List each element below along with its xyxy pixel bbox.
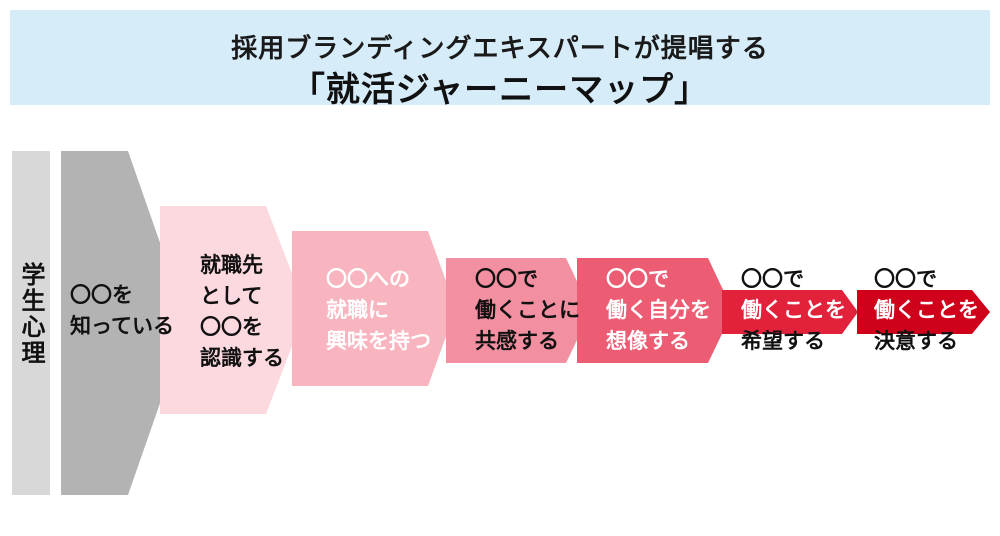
stage-label-6: 〇〇で 働くことを 希望する: [741, 264, 846, 357]
stage-label-3: 〇〇への 就職に 興味を持つ: [326, 264, 431, 357]
stage-2-line-3: 〇〇を: [200, 315, 263, 339]
side-label: 学生心理: [17, 262, 45, 366]
stage-2-line-2: として: [200, 284, 263, 308]
stage-arrow-1: [61, 151, 188, 495]
stage-6-line-3: 希望する: [741, 329, 825, 353]
header-title: 「就活ジャーニーマップ」: [290, 70, 710, 110]
stage-3-line-3: 興味を持つ: [326, 329, 431, 353]
stage-7-line-3: 決意する: [874, 329, 958, 353]
stage-label-7: 〇〇で 働くことを 決意する: [874, 264, 979, 357]
stage-6-line-2: 働くことを: [741, 298, 846, 322]
stage-arrow-4: [446, 258, 591, 363]
side-bar: [12, 151, 50, 495]
stage-4-line-2: 働くことに: [475, 298, 580, 322]
header-subtitle: 採用ブランディングエキスパートが提唱する: [231, 34, 769, 64]
stage-arrow-5: [577, 258, 733, 363]
stage-5-line-2: 働く自分を: [606, 298, 711, 322]
stage-1-line-1: 〇〇を: [70, 283, 133, 307]
stage-7-line-2: 働くことを: [874, 298, 979, 322]
stage-arrow-7: [857, 290, 990, 334]
stage-3-line-2: 就職に: [326, 298, 389, 322]
stage-7-line-1: 〇〇で: [874, 267, 937, 291]
stage-5-line-3: 想像する: [606, 329, 690, 353]
header-banner: 採用ブランディングエキスパートが提唱する 「就活ジャーニーマップ」: [10, 10, 990, 110]
stage-5-line-1: 〇〇で: [606, 267, 669, 291]
stage-label-4: 〇〇で 働くことに 共感する: [475, 264, 580, 357]
stage-arrow-2: [160, 206, 306, 414]
stage-4-line-1: 〇〇で: [475, 267, 538, 291]
stage-6-line-1: 〇〇で: [741, 267, 804, 291]
stage-label-2: 就職先 として 〇〇を 認識する: [200, 250, 284, 374]
stage-1-line-2: 知っている: [70, 314, 174, 338]
stage-label-1: 〇〇を 知っている: [70, 280, 174, 342]
stage-3-line-1: 〇〇への: [326, 267, 410, 291]
stage-2-line-1: 就職先: [200, 253, 263, 277]
stage-arrow-3: [292, 231, 456, 386]
stage-4-line-3: 共感する: [475, 329, 559, 353]
stage-label-5: 〇〇で 働く自分を 想像する: [606, 264, 711, 357]
stage-arrow-6: [722, 290, 858, 334]
stage-2-line-4: 認識する: [200, 346, 284, 370]
